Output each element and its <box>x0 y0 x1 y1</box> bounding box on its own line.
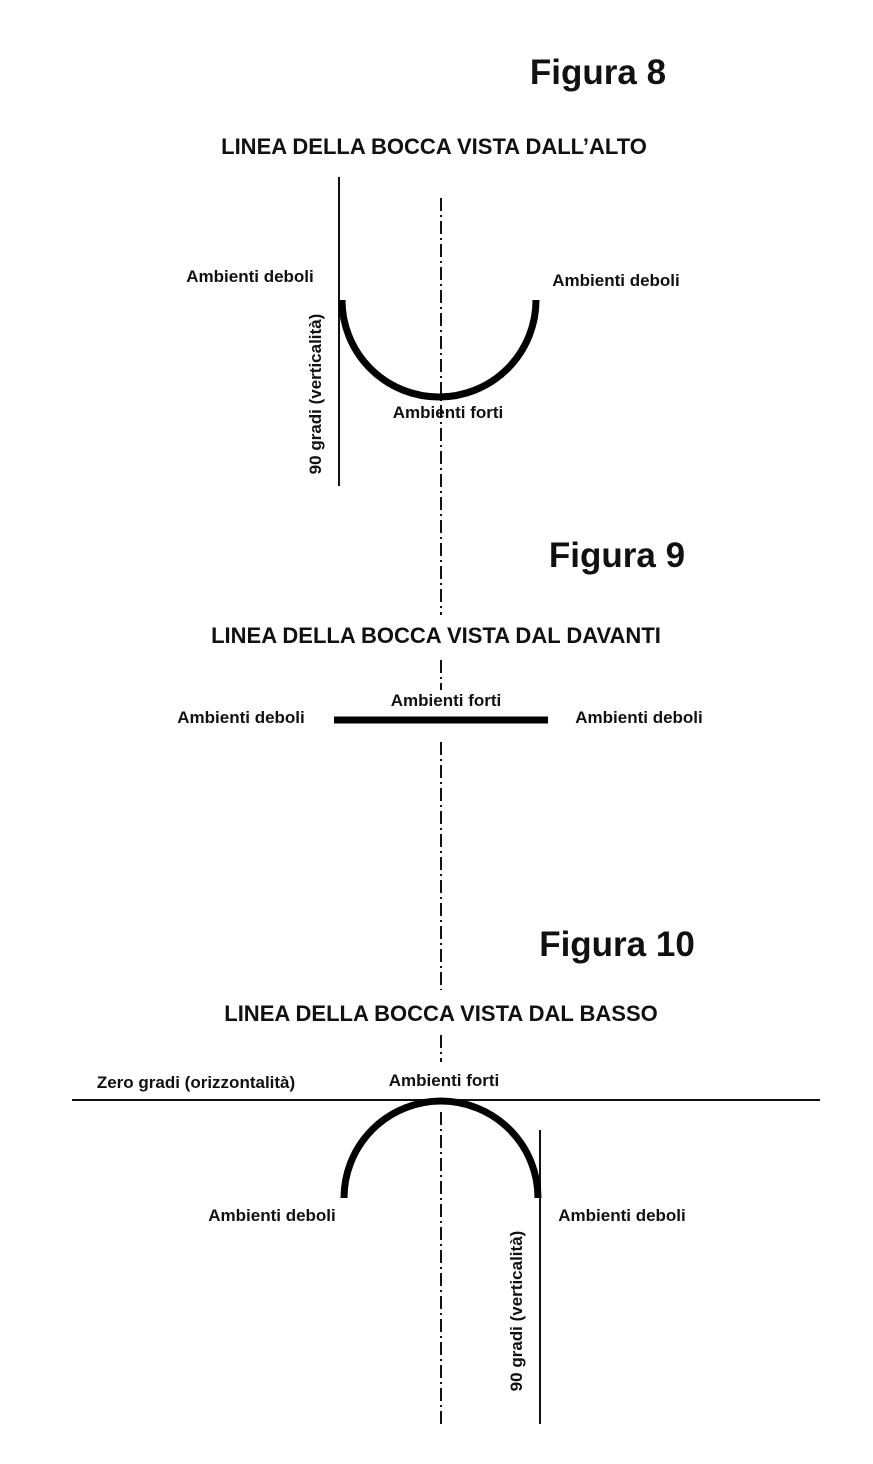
figure-8-heading: LINEA DELLA BOCCA VISTA DALL’ALTO <box>221 134 647 159</box>
figure-8-label-left: Ambienti deboli <box>186 267 314 286</box>
figure-8: Figura 8 LINEA DELLA BOCCA VISTA DALL’AL… <box>186 53 680 486</box>
figure-10-title: Figura 10 <box>539 925 695 964</box>
figure-9-heading: LINEA DELLA BOCCA VISTA DAL DAVANTI <box>211 623 661 648</box>
figure-9-label-left: Ambienti deboli <box>177 708 305 727</box>
figure-8-title: Figura 8 <box>530 53 666 92</box>
figure-8-label-vertical: 90 gradi (verticalità) <box>306 314 325 475</box>
figure-10-label-right: Ambienti deboli <box>558 1206 686 1225</box>
figure-9-title: Figura 9 <box>549 536 685 575</box>
figure-10-label-vertical: 90 gradi (verticalità) <box>507 1231 526 1392</box>
figure-9-label-right: Ambienti deboli <box>575 708 703 727</box>
figure-10-label-center: Ambienti forti <box>389 1071 500 1090</box>
figure-8-mouth-curve <box>338 299 540 401</box>
figure-10-label-left: Ambienti deboli <box>208 1206 336 1225</box>
figure-10: Figura 10 LINEA DELLA BOCCA VISTA DAL BA… <box>72 925 820 1424</box>
figure-9-label-center: Ambienti forti <box>391 691 502 710</box>
figure-10-heading: LINEA DELLA BOCCA VISTA DAL BASSO <box>224 1001 658 1026</box>
figure-8-label-right: Ambienti deboli <box>552 271 680 290</box>
figure-9: Figura 9 LINEA DELLA BOCCA VISTA DAL DAV… <box>177 536 703 727</box>
figure-10-label-horizontal: Zero gradi (orizzontalità) <box>97 1073 295 1092</box>
figure-10-mouth-curve <box>340 1097 542 1199</box>
figure-8-label-center: Ambienti forti <box>393 403 504 422</box>
